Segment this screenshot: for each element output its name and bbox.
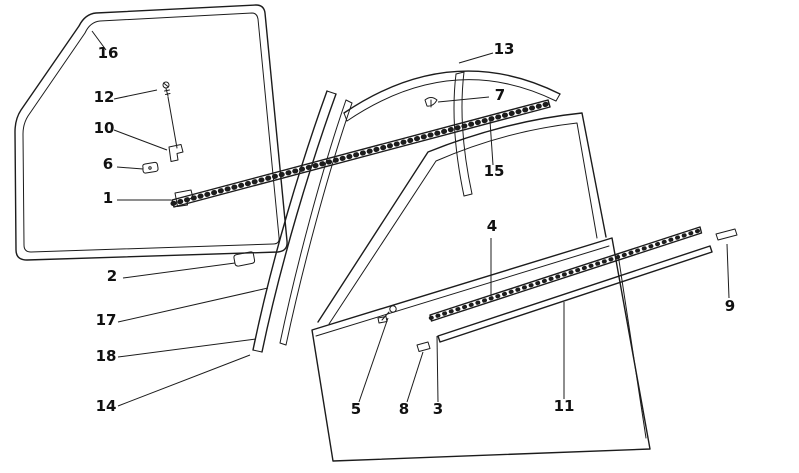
part-label-7: 7 bbox=[495, 86, 505, 104]
part-label-16: 16 bbox=[98, 44, 119, 62]
part-8-bracket-drawing bbox=[416, 341, 431, 352]
part-label-10: 10 bbox=[94, 119, 115, 137]
part-label-15: 15 bbox=[484, 162, 505, 180]
part-4-belt-strip-drawing bbox=[428, 226, 703, 322]
part-label-12: 12 bbox=[94, 88, 115, 106]
part-labels: 16 12 10 6 1 2 17 18 14 13 7 15 4 9 5 8 … bbox=[94, 40, 736, 418]
leader-lines bbox=[91, 30, 730, 407]
part-label-6: 6 bbox=[103, 155, 113, 173]
part-label-3: 3 bbox=[433, 400, 443, 418]
part-label-1: 1 bbox=[103, 189, 113, 207]
part-label-11: 11 bbox=[554, 397, 575, 415]
part-label-17: 17 bbox=[96, 311, 117, 329]
part-label-5: 5 bbox=[351, 400, 361, 418]
part-9-end-cap-drawing bbox=[715, 228, 738, 241]
diagram-artwork bbox=[14, 4, 738, 462]
leader-3 bbox=[436, 335, 439, 403]
part-label-18: 18 bbox=[96, 347, 117, 365]
part-17-pillar-trim-drawing bbox=[252, 90, 353, 353]
leader-13 bbox=[458, 52, 494, 64]
part-16-door-seal-drawing bbox=[14, 4, 288, 261]
part-10-bracket-drawing bbox=[168, 144, 184, 162]
leader-6 bbox=[116, 166, 144, 170]
part-12-screw-drawing bbox=[162, 81, 178, 149]
leader-17 bbox=[117, 287, 269, 323]
part-11-belt-strip-drawing bbox=[437, 245, 713, 343]
leader-7 bbox=[437, 96, 490, 103]
leader-15 bbox=[489, 120, 494, 166]
leader-2 bbox=[122, 262, 236, 279]
part-label-4: 4 bbox=[487, 217, 497, 235]
part-label-2: 2 bbox=[107, 267, 117, 285]
part-label-9: 9 bbox=[725, 297, 735, 315]
leader-14 bbox=[117, 354, 251, 407]
leader-9 bbox=[726, 243, 730, 299]
leader-16 bbox=[91, 30, 107, 51]
part-label-8: 8 bbox=[399, 400, 409, 418]
part-7-clip-drawing bbox=[424, 97, 438, 108]
part-label-14: 14 bbox=[96, 397, 117, 415]
part-15-molding-strip-drawing bbox=[170, 99, 552, 208]
door-panel-drawing bbox=[311, 112, 651, 462]
leader-8 bbox=[406, 351, 424, 403]
part-label-13: 13 bbox=[494, 40, 515, 58]
part-2-clip-drawing bbox=[233, 251, 256, 267]
leader-18 bbox=[117, 338, 257, 358]
leader-5 bbox=[358, 317, 389, 403]
leader-12 bbox=[113, 89, 158, 100]
part-6-clip-drawing bbox=[142, 161, 159, 174]
leader-10 bbox=[113, 129, 168, 151]
